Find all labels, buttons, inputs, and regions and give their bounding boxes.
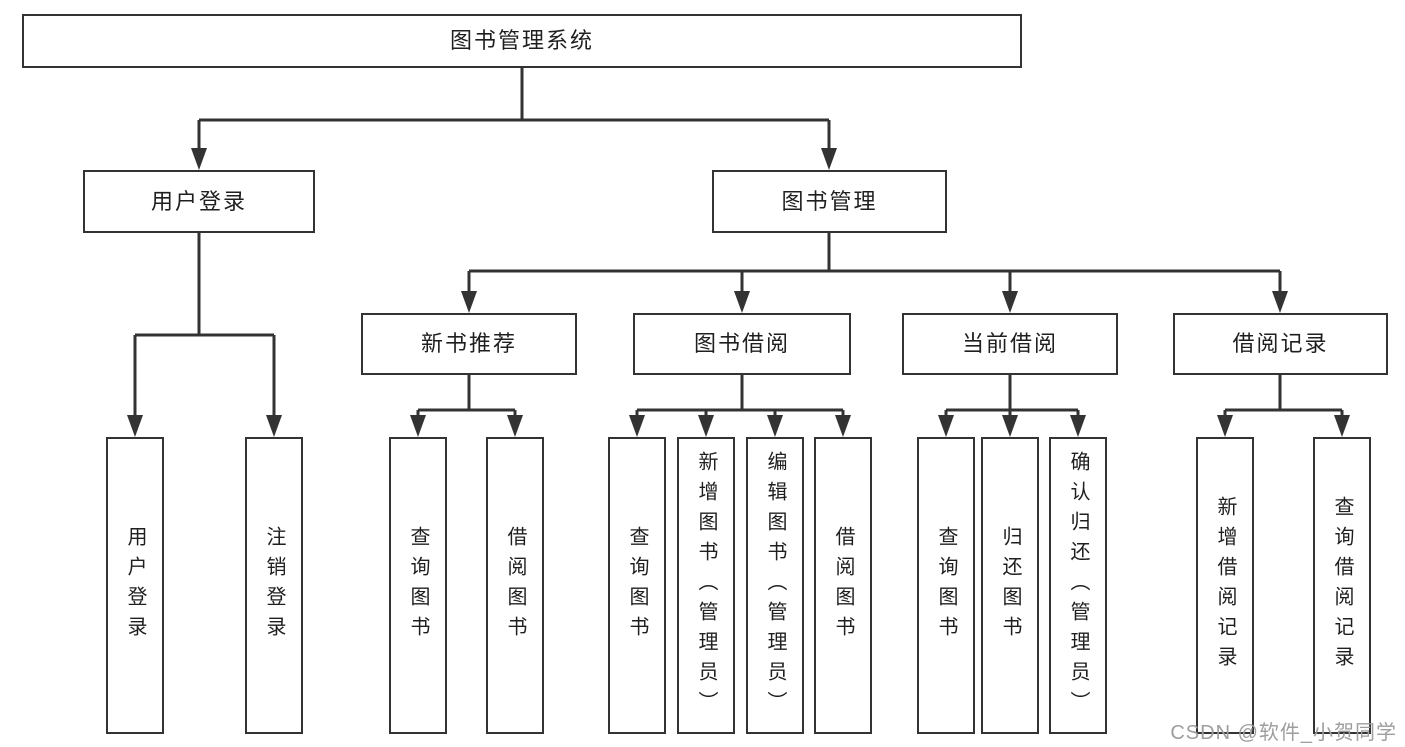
connector-user-login-branch <box>133 233 276 420</box>
connector-current-borrowing-branch <box>944 375 1080 422</box>
leaf-add-borrow-record: 新增借阅记录 <box>1196 437 1254 734</box>
arrowhead-icon <box>698 415 714 437</box>
arrowhead-icon <box>1070 415 1086 437</box>
node-borrowing-records: 借阅记录 <box>1173 313 1388 375</box>
node-label: 用户登录 <box>150 188 247 214</box>
arrowhead-icon <box>410 415 426 437</box>
leaf-edit-books-admin: 编辑图书（管理员） <box>746 437 804 734</box>
node-label: 图书管理 <box>781 188 878 214</box>
arrowhead-icon <box>507 415 523 437</box>
arrowhead-icon <box>629 415 645 437</box>
leaf-label: 查询借阅记录 <box>1331 495 1353 676</box>
leaf-borrow-books-recommend: 借阅图书 <box>486 437 544 734</box>
leaf-label: 确认归还（管理员） <box>1067 450 1089 721</box>
arrowhead-icon <box>767 415 783 437</box>
node-label: 新书推荐 <box>420 331 517 356</box>
node-book-borrowing: 图书借阅 <box>633 313 851 375</box>
leaf-label: 归还图书 <box>999 525 1021 646</box>
node-book-management: 图书管理 <box>712 170 947 233</box>
node-label: 图书借阅 <box>693 331 790 356</box>
leaf-label: 借阅图书 <box>832 525 854 646</box>
leaf-confirm-return-admin: 确认归还（管理员） <box>1049 437 1107 734</box>
arrowhead-icon <box>734 291 750 313</box>
connector-root-to-level2 <box>197 68 831 155</box>
leaf-query-books-current: 查询图书 <box>917 437 975 734</box>
connector-book-management-branch <box>467 233 1282 298</box>
node-library-management-system: 图书管理系统 <box>22 14 1022 68</box>
node-label: 当前借阅 <box>961 331 1058 356</box>
node-user-login: 用户登录 <box>83 170 315 233</box>
csdn-watermark: CSDN @软件_小贺同学 <box>1170 722 1397 744</box>
arrowhead-icon <box>835 415 851 437</box>
connector-borrowing-records-branch <box>1223 375 1344 422</box>
leaf-query-books-borrowing: 查询图书 <box>608 437 666 734</box>
node-current-borrowing: 当前借阅 <box>902 313 1118 375</box>
arrowhead-icon <box>1002 415 1018 437</box>
arrowhead-icon <box>1217 415 1233 437</box>
connector-book-borrowing-branch <box>635 375 845 422</box>
arrowhead-icon <box>1272 291 1288 313</box>
leaf-label: 用户登录 <box>124 525 146 646</box>
node-label: 借阅记录 <box>1232 331 1329 356</box>
node-new-book-recommendation: 新书推荐 <box>361 313 577 375</box>
leaf-logout: 注销登录 <box>245 437 303 734</box>
arrowhead-icon <box>127 415 143 437</box>
arrowhead-icon <box>1334 415 1350 437</box>
arrowhead-icon <box>191 148 207 170</box>
arrowhead-icon <box>821 148 837 170</box>
leaf-borrow-books: 借阅图书 <box>814 437 872 734</box>
arrowhead-icon <box>1002 291 1018 313</box>
leaf-label: 编辑图书（管理员） <box>764 450 786 721</box>
leaf-query-borrow-record: 查询借阅记录 <box>1313 437 1371 734</box>
leaf-label: 新增借阅记录 <box>1214 495 1236 676</box>
leaf-label: 查询图书 <box>407 525 429 646</box>
leaf-label: 借阅图书 <box>504 525 526 646</box>
arrowheads <box>127 148 1350 437</box>
leaf-label: 注销登录 <box>263 525 285 646</box>
leaf-return-books: 归还图书 <box>981 437 1039 734</box>
leaf-user-login: 用户登录 <box>106 437 164 734</box>
leaf-query-books-recommend: 查询图书 <box>389 437 447 734</box>
connector-new-book-branch <box>416 375 517 422</box>
leaf-label: 新增图书（管理员） <box>695 450 717 721</box>
arrowhead-icon <box>461 291 477 313</box>
leaf-label: 查询图书 <box>935 525 957 646</box>
leaf-add-books-admin: 新增图书（管理员） <box>677 437 735 734</box>
arrowhead-icon <box>938 415 954 437</box>
node-label: 图书管理系统 <box>449 28 594 53</box>
leaf-label: 查询图书 <box>626 525 648 646</box>
arrowhead-icon <box>266 415 282 437</box>
